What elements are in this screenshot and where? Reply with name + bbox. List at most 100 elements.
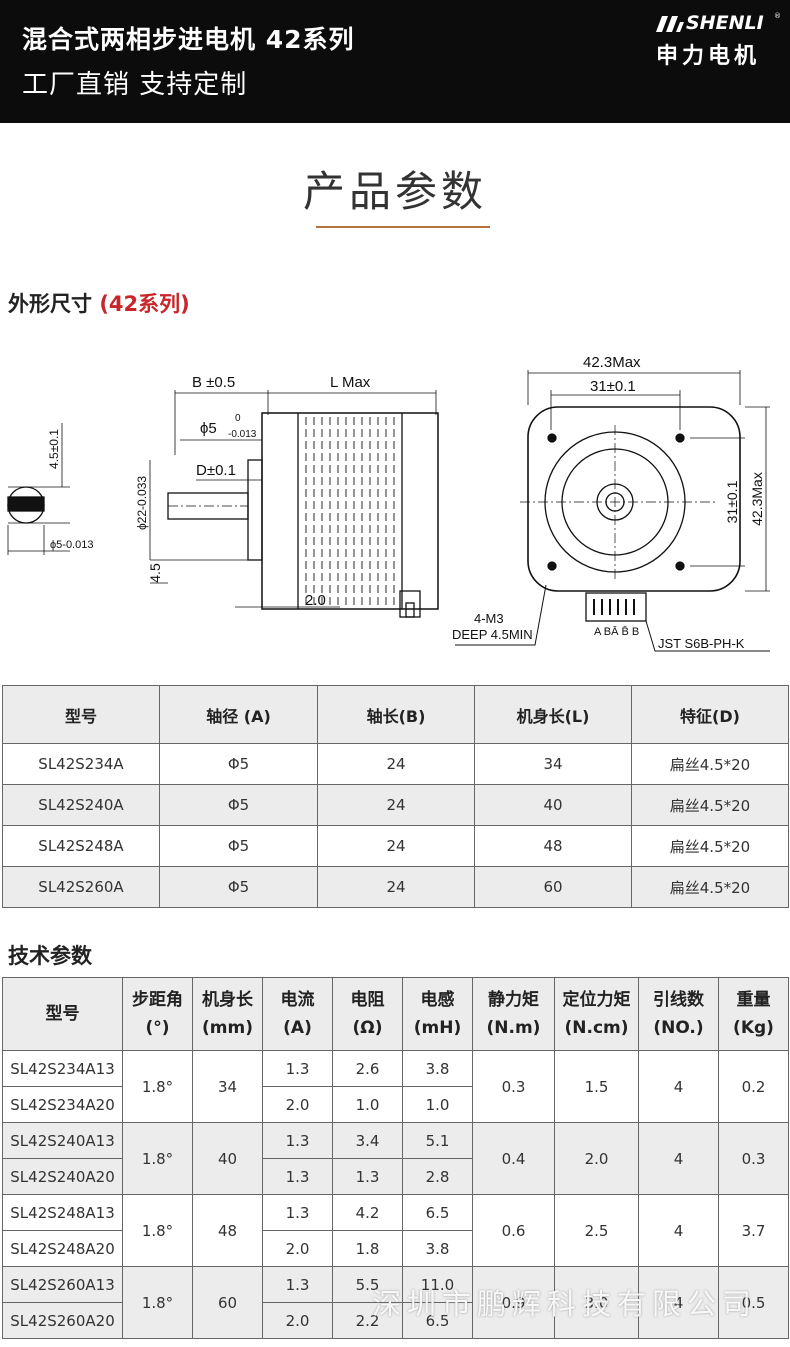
th-label: 电阻 (350, 990, 385, 1010)
cell-weight: 0.3 (718, 1122, 789, 1195)
header-shaft-diameter: 轴径 (A) (159, 685, 318, 744)
cell-detent-torque: 2.5 (554, 1194, 639, 1267)
cell-feature: 扁丝4.5*20 (631, 866, 789, 908)
cell-model: SL42S260A (2, 866, 160, 908)
cell-body-length: 48 (474, 825, 632, 867)
cell-model: SL42S248A13 (2, 1194, 123, 1231)
th-label: 定位力矩 (562, 990, 631, 1010)
label-width-31: 31±0.1 (590, 378, 636, 395)
th-label: 步距角 (132, 990, 183, 1010)
th-label: 静力矩 (488, 990, 539, 1010)
cell-model: SL42S240A (2, 784, 160, 826)
th-inductance: 电感(mH) (402, 977, 473, 1051)
cell-holding-torque: 0.9 (472, 1266, 555, 1339)
cell-inductance: 1.0 (402, 1086, 473, 1123)
cell-detent-torque: 3.0 (554, 1266, 639, 1339)
cell-step-angle: 1.8° (122, 1122, 193, 1195)
cell-feature: 扁丝4.5*20 (631, 784, 789, 826)
cell-detent-torque: 2.0 (554, 1122, 639, 1195)
th-unit: (N.m) (486, 1018, 541, 1038)
label-l: L Max (330, 374, 371, 391)
header-title: 混合式两相步进电机 42系列 (22, 25, 355, 54)
cell-current: 1.3 (262, 1266, 333, 1303)
label-d: D±0.1 (196, 462, 236, 479)
cell-body-length: 40 (474, 784, 632, 826)
label-pins: A BĀ B̄ B (594, 625, 639, 638)
label-vertical-31: 31±0.1 (724, 480, 740, 523)
tech-params-table: 型号 步距角(°) 机身长(mm) 电流(A) 电阻(Ω) 电感(mH) 静力矩… (2, 977, 789, 1339)
table-header-row: 型号 轴径 (A) 轴长(B) 机身长(L) 特征(D) (2, 685, 789, 744)
th-model-label: 型号 (45, 1004, 80, 1024)
cell-body-length: 40 (192, 1122, 263, 1195)
th-detent-torque: 定位力矩(N.cm) (554, 977, 639, 1051)
cell-holding-torque: 0.6 (472, 1194, 555, 1267)
header-model: 型号 (2, 685, 160, 744)
tech-header-row: 型号 步距角(°) 机身长(mm) 电流(A) 电阻(Ω) 电感(mH) 静力矩… (2, 977, 789, 1051)
cell-model: SL42S248A (2, 825, 160, 867)
cell-lead-count: 4 (638, 1050, 719, 1123)
label-flat-45: 4.5±0.1 (47, 429, 61, 469)
cell-lead-count: 4 (638, 1122, 719, 1195)
th-lead-count: 引线数(NO.) (638, 977, 719, 1051)
cell-resistance: 1.0 (332, 1086, 403, 1123)
cell-resistance: 3.4 (332, 1122, 403, 1159)
cell-body-length: 60 (474, 866, 632, 908)
cell-current: 2.0 (262, 1086, 333, 1123)
cell-resistance: 2.2 (332, 1302, 403, 1339)
th-label: 重量 (736, 990, 771, 1010)
cell-weight: 3.7 (718, 1194, 789, 1267)
cell-shaft-length: 24 (317, 784, 475, 826)
section-title: 产品参数 (302, 167, 487, 216)
label-phi5-tol-top: 0 (235, 413, 241, 424)
label-vertical-423: 42.3Max (749, 472, 765, 526)
cell-model: SL42S240A20 (2, 1158, 123, 1195)
cell-current: 1.3 (262, 1194, 333, 1231)
cell-model: SL42S234A13 (2, 1050, 123, 1087)
cell-body-length: 34 (474, 743, 632, 785)
th-unit: (mm) (202, 1018, 253, 1038)
label-width-423: 42.3Max (583, 354, 641, 371)
motor-dimension-drawing: B ±0.5 L Max ϕ5 0 -0.013 D±0.1 ϕ22-0.033… (7, 354, 770, 652)
cell-holding-torque: 0.3 (472, 1050, 555, 1123)
label-b: B ±0.5 (192, 374, 235, 391)
cell-holding-torque: 0.4 (472, 1122, 555, 1195)
tech-params-title: 技术参数 (8, 944, 92, 968)
cell-detent-torque: 1.5 (554, 1050, 639, 1123)
cell-inductance: 6.5 (402, 1194, 473, 1231)
cell-body-length: 48 (192, 1194, 263, 1267)
th-body-length: 机身长 (mm) (192, 977, 263, 1051)
label-20: 2.0 (305, 592, 326, 609)
cell-weight: 0.5 (718, 1266, 789, 1339)
cell-inductance: 6.5 (402, 1302, 473, 1339)
table-row: SL42S260A Φ5 24 60 扁丝4.5*20 (2, 866, 789, 908)
th-unit: (NO.) (653, 1018, 704, 1038)
cell-lead-count: 4 (638, 1194, 719, 1267)
cell-resistance: 1.3 (332, 1158, 403, 1195)
cell-diameter: Φ5 (159, 825, 318, 867)
cell-model: SL42S234A (2, 743, 160, 785)
watermark-text: 深圳市鹏辉科技有限公司 (372, 1287, 758, 1321)
th-label: 机身长 (202, 990, 253, 1010)
cell-inductance: 5.1 (402, 1122, 473, 1159)
cell-weight: 0.2 (718, 1050, 789, 1123)
cell-current: 2.0 (262, 1230, 333, 1267)
th-unit: (A) (283, 1018, 312, 1038)
section-divider (316, 226, 490, 228)
cell-body-length: 34 (192, 1050, 263, 1123)
label-phi5-tol-bot: -0.013 (228, 429, 257, 440)
logo-text-cn: 申力电机 (656, 44, 761, 69)
cell-model: SL42S234A20 (2, 1086, 123, 1123)
logo-mark-icon (656, 16, 684, 32)
cell-step-angle: 1.8° (122, 1266, 193, 1339)
header-feature: 特征(D) (631, 685, 789, 744)
th-weight: 重量(Kg) (718, 977, 789, 1051)
cell-step-angle: 1.8° (122, 1194, 193, 1267)
th-label: 电感 (420, 990, 455, 1010)
cell-resistance: 4.2 (332, 1194, 403, 1231)
th-unit: (Ω) (352, 1018, 383, 1038)
dimensions-title: 外形尺寸 (42系列) (8, 288, 190, 318)
